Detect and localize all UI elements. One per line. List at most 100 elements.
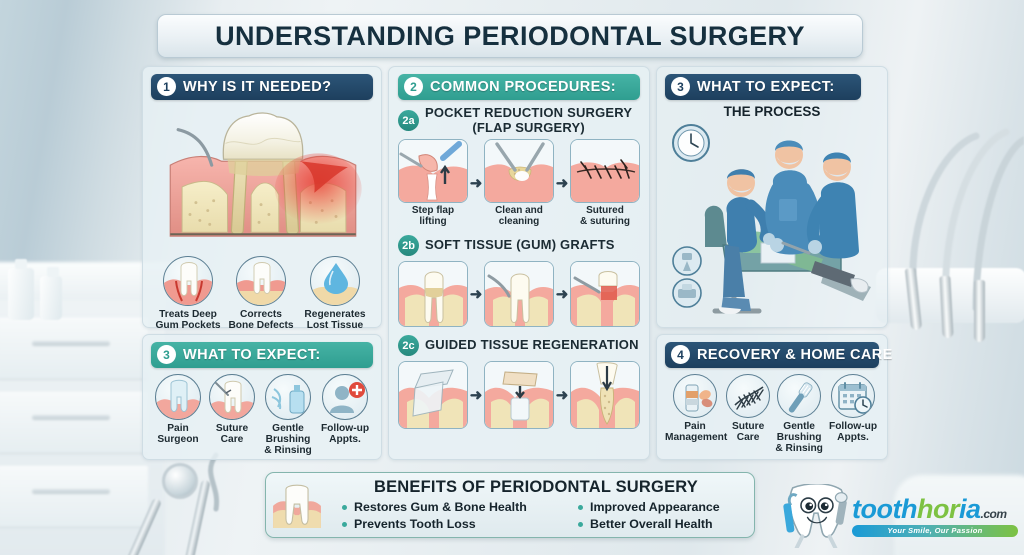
subsection-2a-title-line2: (FLAP SURGERY) [472, 119, 585, 135]
section-why-is-it-needed: 1 WHY IS IT NEEDED? [142, 66, 382, 331]
icon-label: Treats Deep Gum Pockets [155, 309, 221, 332]
step-caption: Clean and cleaning [495, 205, 543, 228]
page-title-banner: UNDERSTANDING PERIODONTAL SURGERY [157, 14, 863, 58]
logo-part3: ia [958, 493, 981, 524]
section-common-procedures: 2 COMMON PROCEDURES: 2a POCKET REDUCTION… [388, 66, 650, 460]
subsection-2a-steps: Step flap lifting ➜ Clean and cleaning ➜ [398, 139, 640, 227]
arrow-icon: ➜ [555, 387, 569, 405]
followup-icon [322, 374, 368, 420]
icon-label: Suture Care [215, 423, 249, 446]
step-flap-lifting: Step flap lifting [398, 139, 468, 227]
section3-right-number: 3 [671, 77, 690, 96]
subsection-2b-badge: 2b [398, 235, 419, 257]
section2-title: COMMON PROCEDURES: [430, 78, 617, 95]
section4-title: RECOVERY & HOME CARE [697, 346, 893, 363]
arrow-icon: ➜ [555, 175, 569, 193]
step-sutured: Sutured & suturing [569, 139, 640, 227]
membrane-step-2 [483, 361, 554, 430]
probe-tip-icon [208, 452, 220, 512]
graft-step-2 [483, 261, 554, 328]
logo-tagline-bar: Your Smile, Our Passion [852, 524, 1018, 537]
subsection-2b-steps: ➜ ➜ [398, 261, 640, 328]
arrow-icon: ➜ [469, 175, 483, 193]
toothbrush-icon [777, 374, 822, 418]
cabinet-drawer [0, 392, 148, 454]
section1-number: 1 [157, 77, 176, 96]
benefits-banner: BENEFITS OF PERIODONTAL SURGERY Restores… [265, 472, 755, 538]
subsection-2a-badge: 2a [398, 110, 419, 132]
tooth-cross-section-illustration [151, 104, 373, 252]
section3-right-header: 3 WHAT TO EXPECT: [665, 74, 861, 100]
section1-title: WHY IS IT NEEDED? [183, 78, 332, 95]
section-recovery-home-care: 4 RECOVERY & HOME CARE Pain Management [656, 334, 892, 460]
icon-treats-deep-gum-pockets: Treats Deep Gum Pockets [153, 256, 223, 331]
gum-pocket-icon [163, 256, 213, 306]
section-what-to-expect-left: 3 WHAT TO EXPECT: Pain Surgeon Su [142, 334, 382, 460]
icon-label: Gentle Brushing & Rinsing [775, 421, 823, 455]
subsection-2c-steps: ➜ ➜ [398, 361, 640, 430]
icon-label: Pain Management [665, 421, 728, 444]
handpiece-hoses [909, 128, 1024, 312]
surgery-scene-illustration [665, 121, 879, 317]
rinse-bottle-icon [265, 374, 311, 420]
step-clean-and-cleaning: Clean and cleaning [483, 139, 554, 228]
logo-wordmark: toothhoria.com [852, 493, 1018, 524]
icon-label: Follow-up Appts. [320, 423, 370, 446]
graft-step-1 [398, 261, 468, 328]
arrow-icon: ➜ [469, 286, 483, 304]
sanitizer-bottle [40, 267, 62, 320]
icon-pain-surgeon: Pain Surgeon [151, 374, 205, 445]
dental-mirror-icon [162, 463, 198, 499]
icon-gentle-brushing: Gentle Brushing & Rinsing [259, 374, 317, 456]
cabinet-drawer [0, 318, 148, 380]
section3-right-title: WHAT TO EXPECT: [697, 78, 835, 95]
logo-tld: .com [980, 506, 1008, 521]
icon-label: Suture Care [731, 421, 765, 444]
benefits-title: BENEFITS OF PERIODONTAL SURGERY [373, 477, 698, 496]
membrane-step-1 [398, 361, 468, 430]
pain-icon [155, 374, 201, 420]
suture-icon [209, 374, 255, 420]
dental-handpieces [876, 118, 1024, 378]
chair-headrest [894, 475, 1024, 555]
subsection-2c-header: 2c GUIDED TISSUE REGENERATION [398, 335, 640, 357]
benefits-tooth-icon [266, 482, 328, 528]
brand-logo[interactable]: toothhoria.com Your Smile, Our Passion [780, 481, 1018, 551]
subsection-2c-badge: 2c [398, 335, 419, 357]
subsection-2c-title: GUIDED TISSUE REGENERATION [425, 337, 639, 353]
section2-header: 2 COMMON PROCEDURES: [398, 74, 640, 100]
subsection-2b-title: SOFT TISSUE (GUM) GRAFTS [425, 237, 615, 253]
section1-icon-row: Treats Deep Gum Pockets Corrects Bone De… [151, 256, 373, 331]
icon-label: Gentle Brushing & Rinsing [264, 423, 312, 457]
benefit-item: Improved Appearance [578, 499, 720, 516]
pain-management-icon [673, 374, 717, 418]
icon-label: Pain Surgeon [157, 423, 199, 446]
benefits-column-1: Restores Gum & Bone Health Prevents Toot… [342, 499, 554, 532]
benefits-list: Restores Gum & Bone Health Prevents Toot… [328, 499, 744, 532]
soap-bottle [8, 259, 34, 320]
section4-icon-row: Pain Management Suture Care [665, 374, 879, 454]
section3-left-number: 3 [157, 345, 176, 364]
section3-left-header: 3 WHAT TO EXPECT: [151, 342, 373, 368]
section3-left-icon-row: Pain Surgeon Suture Care [151, 374, 373, 456]
logo-part2: hor [916, 493, 960, 524]
benefit-item: Restores Gum & Bone Health [342, 499, 554, 516]
handpiece-3 [974, 280, 985, 342]
icon-label: Corrects Bone Defects [228, 309, 294, 332]
step-caption: Step flap lifting [411, 205, 455, 228]
icon-followup-appts-right: Follow-up Appts. [827, 374, 879, 443]
subsection-2b-header: 2b SOFT TISSUE (GUM) GRAFTS [398, 235, 640, 257]
icon-corrects-bone-defects: Corrects Bone Defects [226, 256, 296, 331]
cabinet [0, 300, 165, 555]
section3-right-subtitle: THE PROCESS [723, 104, 821, 119]
dental-tools-left [114, 441, 320, 555]
section4-header: 4 RECOVERY & HOME CARE [665, 342, 892, 368]
icon-gentle-brushing-right: Gentle Brushing & Rinsing [771, 374, 827, 454]
icon-suture-care: Suture Care [205, 374, 259, 445]
subsection-2a-title-line1: POCKET REDUCTION SURGERY [425, 105, 633, 120]
page-title: UNDERSTANDING PERIODONTAL SURGERY [215, 20, 805, 51]
icon-label: Follow-up Appts. [828, 421, 878, 444]
cabinet-drawer [0, 466, 148, 528]
membrane-step-3 [569, 361, 640, 430]
